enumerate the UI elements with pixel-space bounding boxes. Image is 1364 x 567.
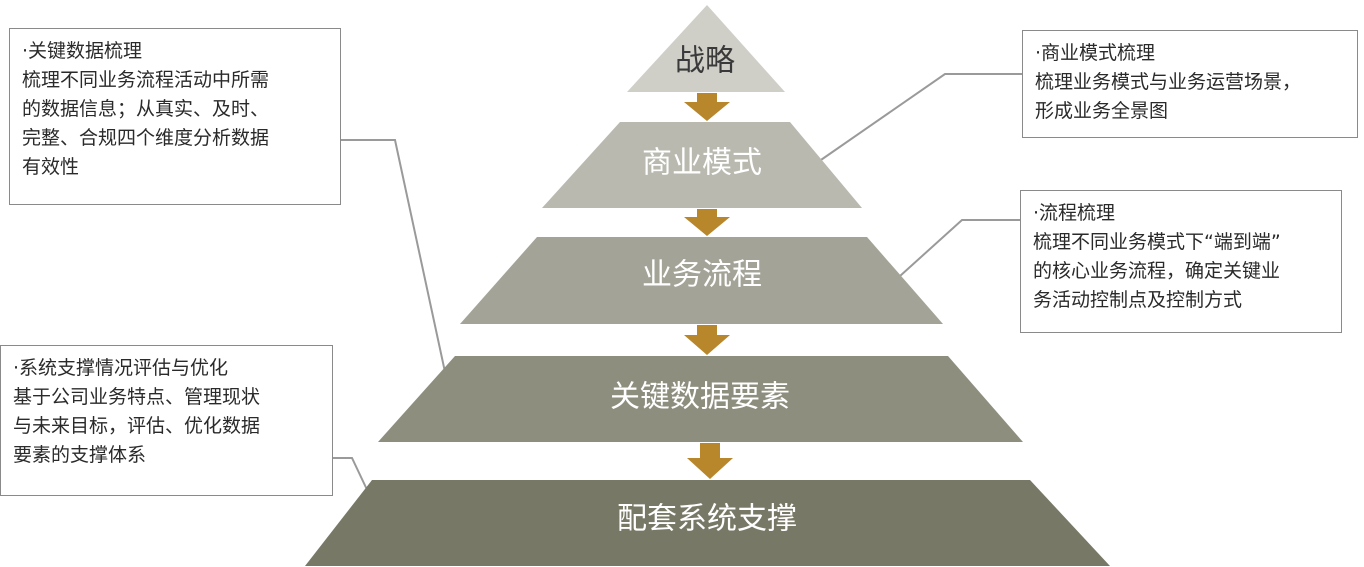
pyramid-layer-key-data-elements xyxy=(378,356,1023,442)
callout-line: 务活动控制点及控制方式 xyxy=(1033,289,1243,311)
callout-process: 流程梳理 梳理不同业务模式下“端到端” 的核心业务流程，确定关键业 务活动控制点… xyxy=(1020,190,1342,333)
callout-key-data: 关键数据梳理 梳理不同业务流程活动中所需 的数据信息；从真实、及时、 完整、合规… xyxy=(9,28,341,205)
callout-line: 基于公司业务特点、管理现状 xyxy=(13,386,261,408)
callout-title: 商业模式梳理 xyxy=(1035,39,1347,68)
connector-process xyxy=(899,219,1020,277)
layer-label-strategy: 战略 xyxy=(675,44,735,79)
callout-line: 与未来目标，评估、优化数据 xyxy=(13,415,261,437)
callout-line: 梳理不同业务流程活动中所需 xyxy=(22,69,270,91)
callout-line: 完整、合规四个维度分析数据 xyxy=(22,127,270,149)
callout-line: 的数据信息；从真实、及时、 xyxy=(22,98,270,120)
layer-label-business-model: 商业模式 xyxy=(642,146,762,181)
callout-business-model: 商业模式梳理 梳理业务模式与业务运营场景， 形成业务全景图 xyxy=(1022,30,1358,138)
layer-label-key-data-elements: 关键数据要素 xyxy=(610,380,790,415)
pyramid-layer-strategy xyxy=(627,5,785,92)
callout-line: 要素的支撑体系 xyxy=(13,444,147,466)
pyramid-layer-business-process xyxy=(460,237,943,324)
callout-title: 关键数据梳理 xyxy=(22,37,330,66)
callout-line: 梳理不同业务模式下“端到端” xyxy=(1033,231,1281,253)
connector-business-model xyxy=(817,73,1022,163)
callout-line: 梳理业务模式与业务运营场景， xyxy=(1035,71,1302,93)
callout-title: 流程梳理 xyxy=(1033,199,1331,228)
down-arrow-icon xyxy=(684,209,730,236)
down-arrow-icon xyxy=(687,443,733,479)
layer-label-system-support: 配套系统支撑 xyxy=(617,502,797,537)
callout-title: 系统支撑情况评估与优化 xyxy=(13,354,322,383)
down-arrow-icon xyxy=(684,325,730,355)
callout-line: 的核心业务流程，确定关键业 xyxy=(1033,260,1281,282)
connector-key-data xyxy=(340,139,446,373)
callout-line: 形成业务全景图 xyxy=(1035,100,1169,122)
layer-label-business-process: 业务流程 xyxy=(642,258,762,293)
callout-system-support: 系统支撑情况评估与优化 基于公司业务特点、管理现状 与未来目标，评估、优化数据 … xyxy=(0,345,333,496)
pyramid-layer-system-support xyxy=(305,480,1110,566)
down-arrow-icon xyxy=(684,93,730,121)
callout-line: 有效性 xyxy=(22,156,80,178)
pyramid-layer-business-model xyxy=(542,122,862,208)
connector-system-support xyxy=(332,457,371,497)
